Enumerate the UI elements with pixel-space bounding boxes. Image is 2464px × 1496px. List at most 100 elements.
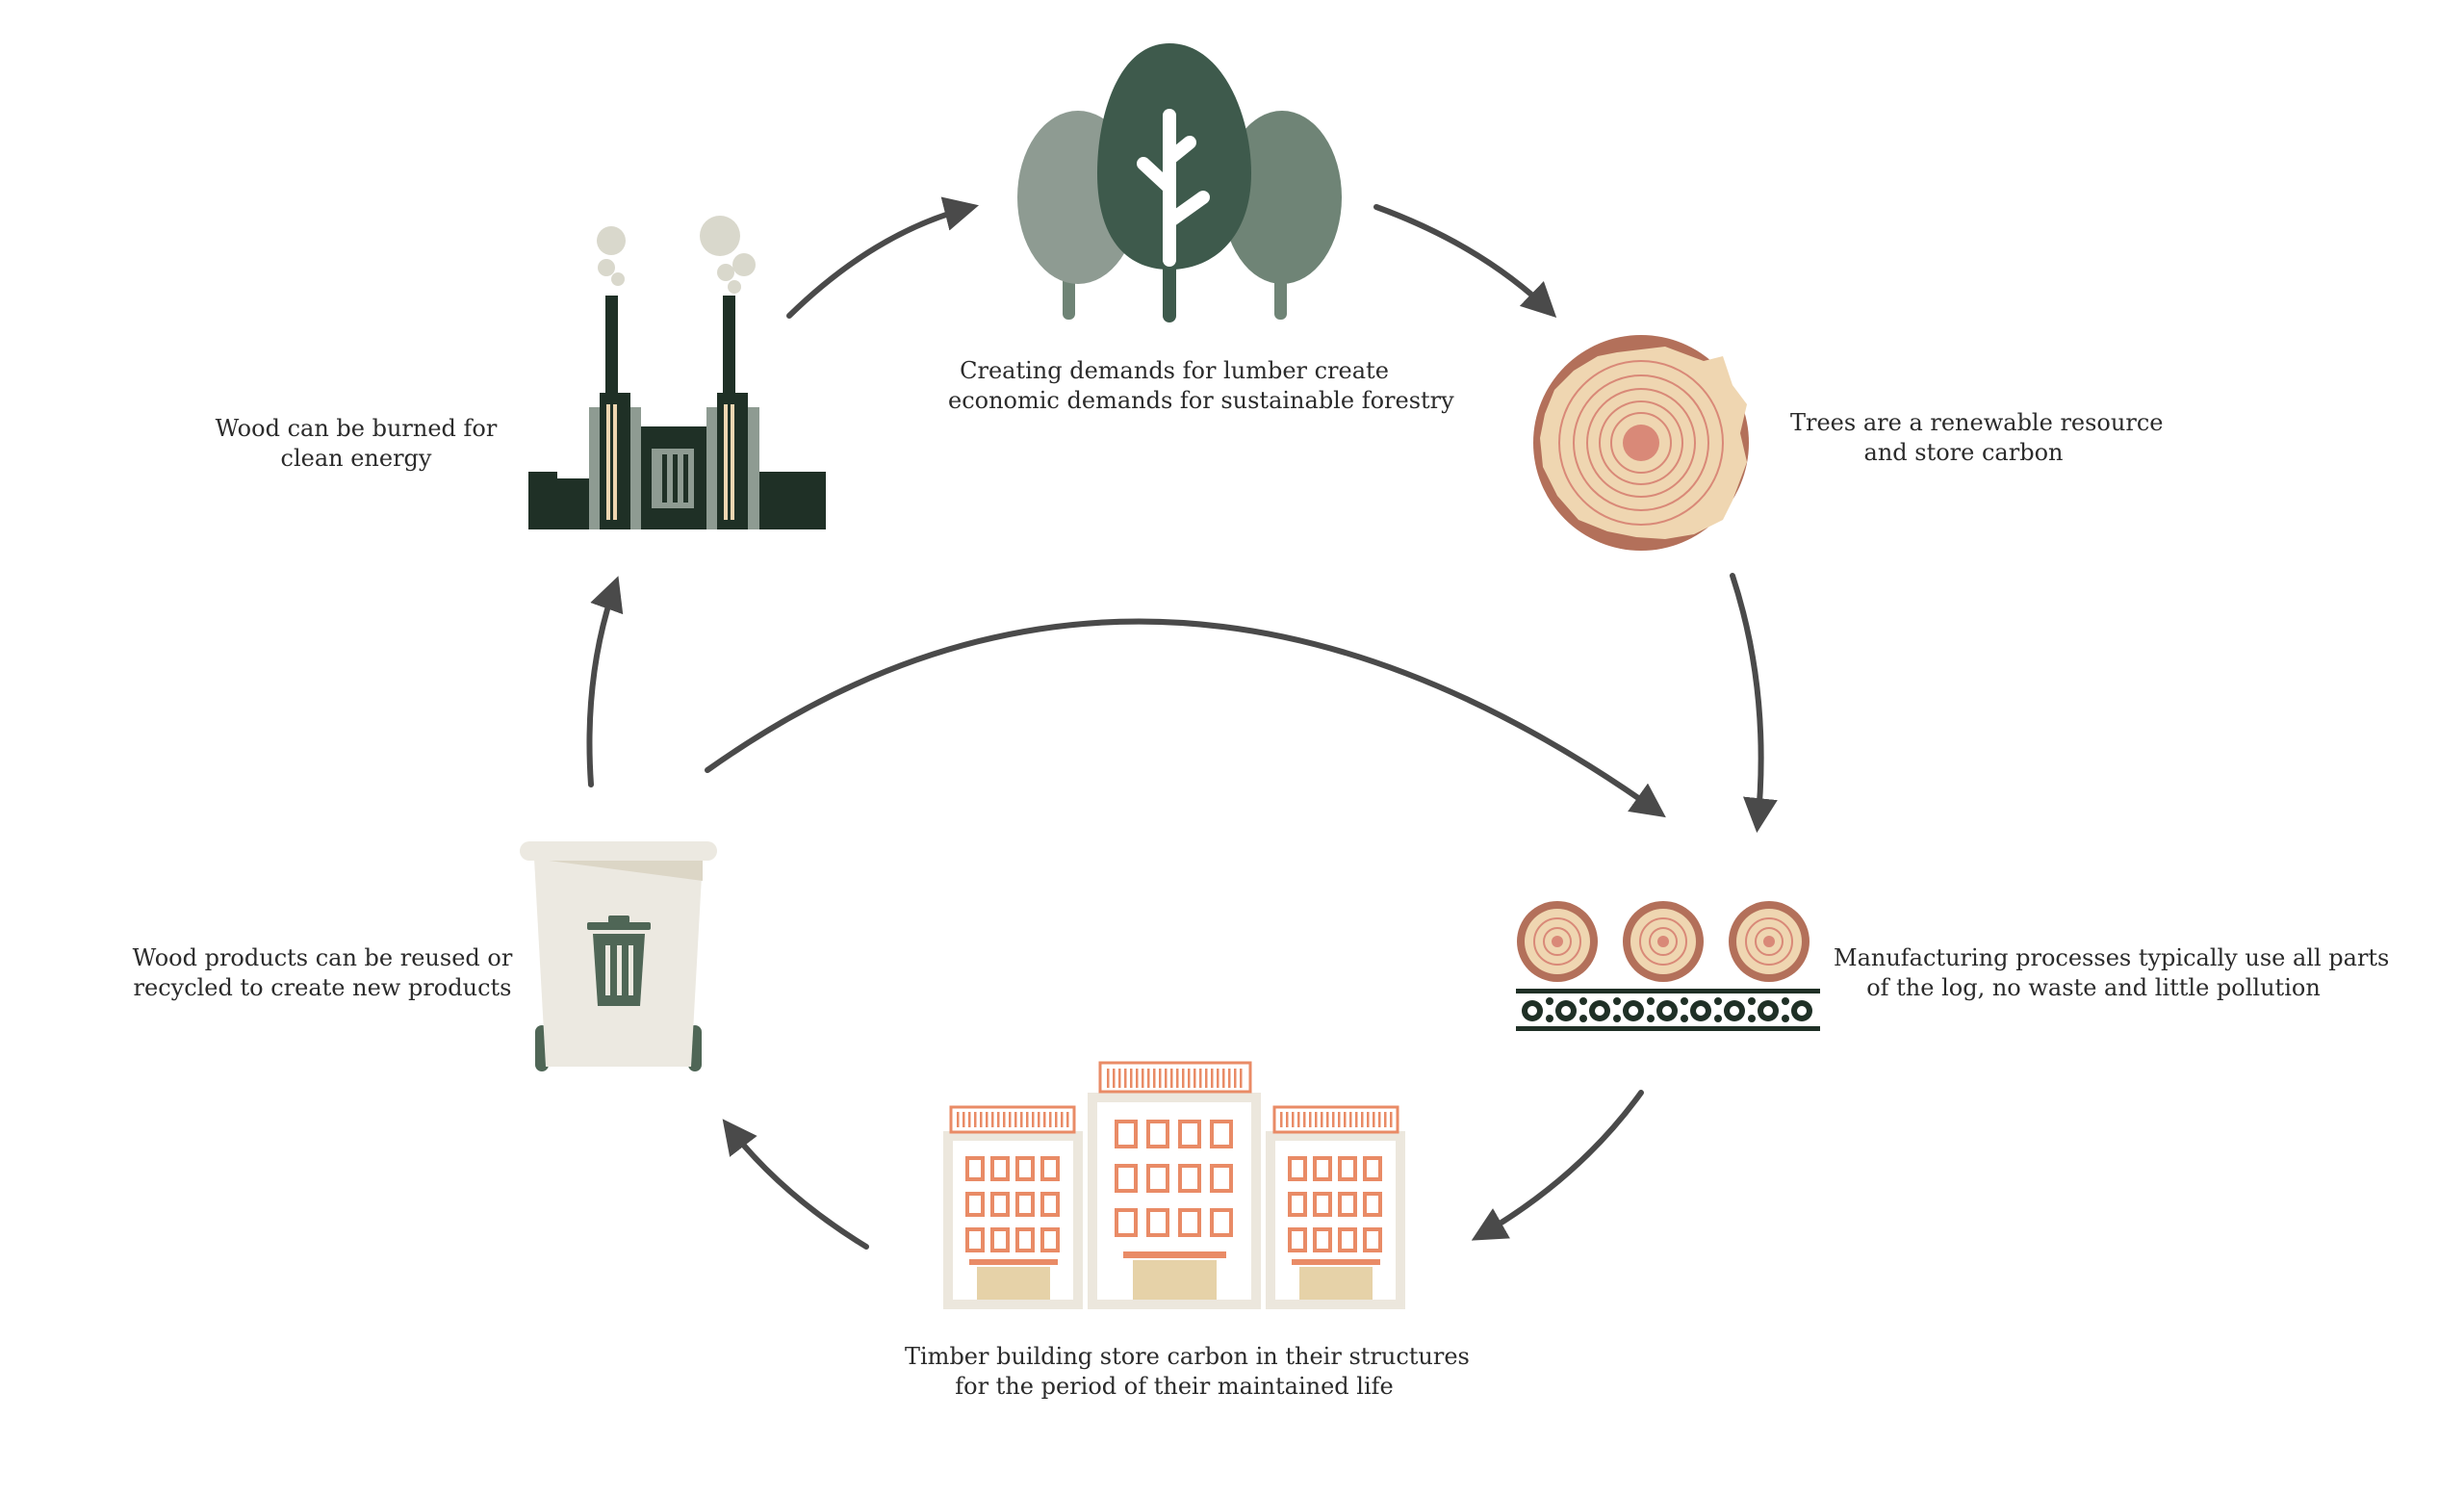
building-window [1313, 1227, 1332, 1252]
conveyor-logs-icon [1516, 901, 1820, 1031]
roof-vents-middle [1107, 1069, 1243, 1088]
roof-vent [1315, 1112, 1318, 1127]
building-window [1288, 1192, 1307, 1217]
roof-vent [1373, 1112, 1375, 1127]
roof-vent [991, 1112, 994, 1127]
conveyor-log-1 [1517, 901, 1598, 982]
conveyor-roller-hub [1629, 1006, 1638, 1016]
arrow-factory-to-forest [786, 196, 979, 319]
forest-icon [1017, 43, 1342, 322]
roof-vent [1130, 1069, 1133, 1088]
conveyor-bolt [1546, 997, 1553, 1005]
conveyor-bolt [1579, 997, 1587, 1005]
roof-vent [1165, 1069, 1168, 1088]
roof-vent [986, 1112, 988, 1127]
building-window [1146, 1208, 1169, 1237]
roof-vent [1136, 1069, 1139, 1088]
windows-left [965, 1156, 1060, 1252]
conveyor-rollers [1522, 997, 1812, 1022]
conveyor-bolt [1714, 1015, 1722, 1022]
roof-vent [1014, 1112, 1017, 1127]
conveyor-roller-hub [1797, 1006, 1807, 1016]
roof-vent [962, 1112, 965, 1127]
building-window [1015, 1156, 1035, 1181]
roof-vent [1228, 1069, 1231, 1088]
caption-energy: Wood can be burned for clean energy [215, 415, 498, 472]
arrow-bin-to-factory [586, 576, 624, 787]
roof-vent [1309, 1112, 1312, 1127]
roof-vent [1349, 1112, 1352, 1127]
conveyor-bolt [1748, 1015, 1756, 1022]
conveyor-bolt [1579, 1015, 1587, 1022]
building-window [1363, 1156, 1382, 1181]
caption-log: Trees are a renewable resource and store… [1790, 409, 2164, 466]
power-plant-icon [528, 216, 826, 529]
roof-vent [968, 1112, 971, 1127]
conveyor-bolt [1782, 1015, 1789, 1022]
caption-manufacturing: Manufacturing processes typically use al… [1834, 944, 2390, 1001]
roof-vent [1055, 1112, 1058, 1127]
cycle-arrows [586, 196, 1778, 1250]
roof-vent [1332, 1112, 1335, 1127]
roof-vent [997, 1112, 1000, 1127]
roof-vent [1297, 1112, 1300, 1127]
roof-vent [1222, 1069, 1225, 1088]
conveyor-bolt [1647, 1015, 1655, 1022]
roof-vent [1338, 1112, 1341, 1127]
building-window [1115, 1208, 1138, 1237]
roof-vent [1390, 1112, 1393, 1127]
conveyor-bolt [1613, 1015, 1621, 1022]
roof-vent [1303, 1112, 1306, 1127]
conveyor-bolt [1613, 997, 1621, 1005]
building-window [1015, 1192, 1035, 1217]
roof-vent [1344, 1112, 1347, 1127]
building-window [965, 1156, 985, 1181]
building-window [1288, 1156, 1307, 1181]
building-window [990, 1227, 1010, 1252]
conveyor-bolt [1782, 997, 1789, 1005]
roof-vent [1194, 1069, 1196, 1088]
building-window [1210, 1120, 1233, 1148]
building-window [1288, 1227, 1307, 1252]
roof-vent [1107, 1069, 1110, 1088]
building-window [1338, 1227, 1357, 1252]
trash-can-icon [587, 916, 651, 1006]
roof-vent [1367, 1112, 1370, 1127]
roof-vent [1026, 1112, 1029, 1127]
roof-vent [1049, 1112, 1052, 1127]
conveyor-log-2 [1623, 901, 1704, 982]
timber-buildings-icon [943, 1061, 1405, 1309]
conveyor-roller-hub [1696, 1006, 1706, 1016]
roof-vent [1326, 1112, 1329, 1127]
building-window [1338, 1192, 1357, 1217]
building-window [1178, 1164, 1201, 1193]
roof-vent [1153, 1069, 1156, 1088]
roof-vent [974, 1112, 977, 1127]
conveyor-roller-hub [1730, 1006, 1739, 1016]
roof-vents-right [1280, 1112, 1393, 1127]
building-window [1178, 1208, 1201, 1237]
roof-vent [1032, 1112, 1035, 1127]
roof-vent [1280, 1112, 1283, 1127]
roof-vent [1170, 1069, 1173, 1088]
roof-vent [1066, 1112, 1069, 1127]
roof-vent [1234, 1069, 1237, 1088]
building-window [1210, 1208, 1233, 1237]
building-window [1115, 1164, 1138, 1193]
caption-forest: Creating demands for lumber create econo… [948, 357, 1454, 414]
building-window [1040, 1156, 1060, 1181]
roof-vent [1211, 1069, 1214, 1088]
roof-vent [1038, 1112, 1040, 1127]
roof-vent [1182, 1069, 1185, 1088]
caption-recycle: Wood products can be reused or recycled … [132, 944, 513, 1001]
building-window [965, 1192, 985, 1217]
building-window [1146, 1164, 1169, 1193]
roof-vent [957, 1112, 960, 1127]
caption-buildings: Timber building store carbon in their st… [905, 1343, 1470, 1400]
recycling-bin-icon [520, 841, 717, 1071]
building-window [1363, 1227, 1382, 1252]
conveyor-bolt [1681, 997, 1688, 1005]
conveyor-roller-hub [1527, 1006, 1537, 1016]
roof-vent [1217, 1069, 1219, 1088]
